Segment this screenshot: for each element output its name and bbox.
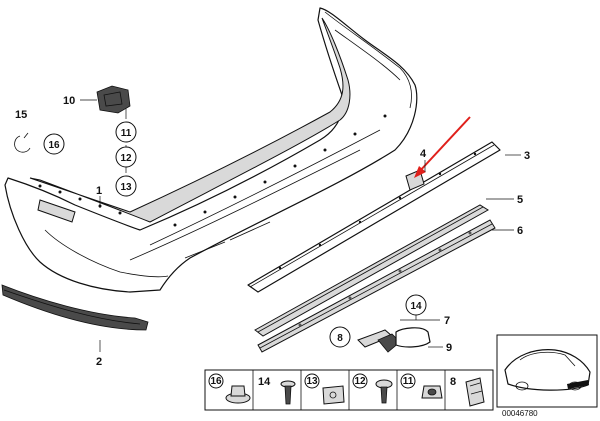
parts-table: 16 14 13 12 11: [204, 369, 494, 411]
clip-15: [14, 132, 31, 153]
part-label-6: 6: [517, 225, 523, 237]
part-number-labels: 1 2 3 4 5 6 7 9 10 15: [15, 95, 530, 368]
table-cell-13: 13: [304, 373, 345, 405]
table-label-12: 12: [354, 376, 366, 387]
reference-number: 00046780: [502, 409, 538, 418]
bumper-cover: [4, 7, 418, 293]
part-label-9: 9: [446, 342, 452, 354]
part-label-1: 1: [96, 185, 102, 197]
part-label-10: 10: [63, 95, 75, 107]
circle-13: [115, 175, 137, 197]
bracket-10: [96, 85, 131, 114]
table-label-8: 8: [450, 376, 456, 388]
circle-16: [43, 133, 65, 155]
table-label-13: 13: [306, 376, 318, 387]
table-label-11: 11: [403, 376, 414, 387]
lower-trim-strip: [1, 284, 149, 331]
part-label-3: 3: [524, 150, 530, 162]
circled-label-11: 11: [121, 128, 132, 139]
table-cell-14: 14: [258, 376, 296, 405]
circled-label-8: 8: [337, 333, 343, 344]
part-label-4: 4: [420, 148, 427, 160]
moulding-strip-6: [257, 219, 496, 353]
table-label-16: 16: [210, 376, 222, 387]
table-cell-12: 12: [352, 373, 393, 404]
table-label-14: 14: [258, 376, 271, 388]
circled-label-16: 16: [48, 140, 60, 151]
circled-label-13: 13: [120, 182, 132, 193]
circle-8: [329, 326, 351, 348]
part-label-2: 2: [96, 356, 102, 368]
part-label-7: 7: [444, 315, 450, 327]
circle-12: [115, 146, 137, 168]
circled-label-14: 14: [410, 301, 422, 312]
car-thumbnail: 00046780: [496, 334, 598, 418]
circle-11: [115, 121, 137, 143]
part-label-15: 15: [15, 109, 27, 121]
circled-label-12: 12: [120, 153, 132, 164]
table-cell-8: 8: [450, 376, 485, 407]
table-cell-16: 16: [208, 373, 251, 404]
sensor-9: [377, 327, 431, 353]
leader-lines: [80, 99, 521, 352]
part-label-5: 5: [517, 194, 523, 206]
circled-labels: 16 11 12 13 14 8: [43, 121, 427, 348]
moulding-strip-5: [254, 204, 489, 337]
circle-14: [405, 294, 427, 316]
table-cell-11: 11: [400, 373, 443, 399]
red-arrow-indicator: [414, 116, 471, 178]
